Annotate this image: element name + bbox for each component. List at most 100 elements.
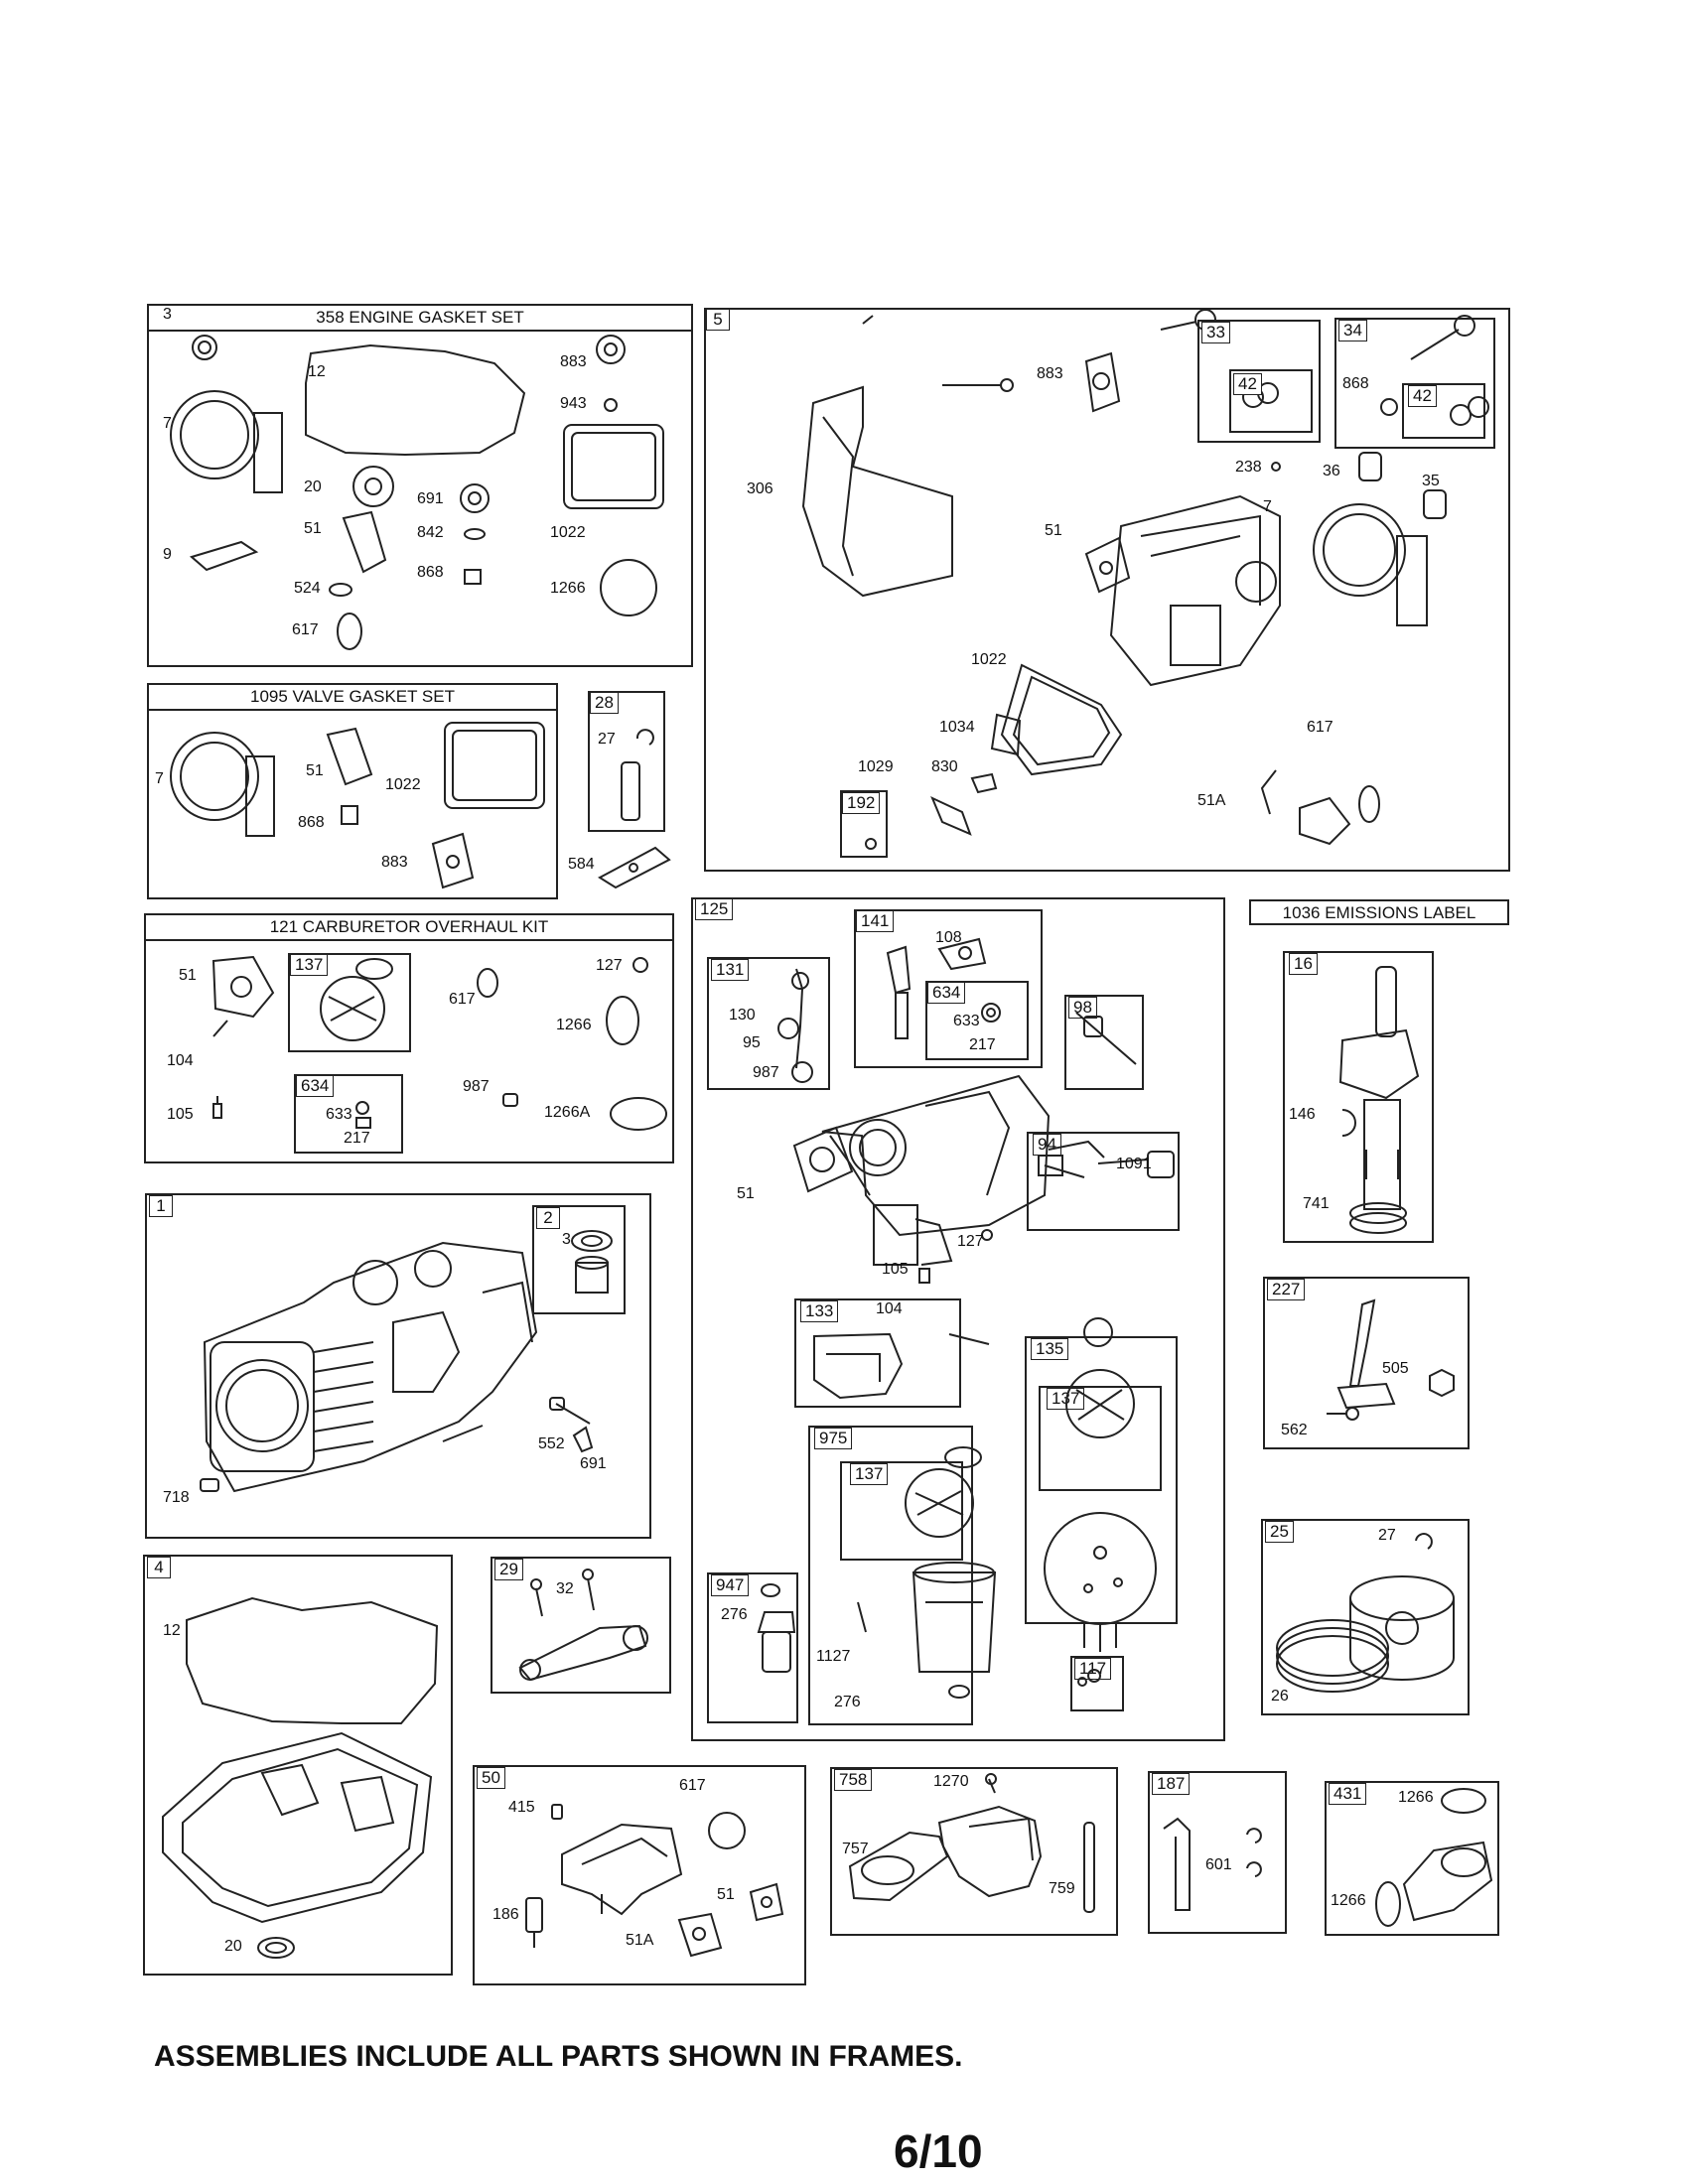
page-number: 6/10	[894, 2125, 983, 2177]
callout-label: 12	[163, 1622, 181, 1639]
callout-label: 105	[882, 1261, 909, 1278]
callout-label: 51	[304, 520, 322, 537]
callout-label: 617	[449, 991, 476, 1008]
frame-975-tag: 975	[814, 1428, 853, 1449]
conn-rod-tag: 29	[494, 1559, 523, 1580]
callout-label: 20	[224, 1938, 242, 1955]
callout-label: 186	[492, 1906, 519, 1923]
callout-label: 51	[1045, 522, 1062, 539]
crankshaft-tag: 16	[1289, 953, 1318, 975]
intake-elbow-frame	[1325, 1781, 1499, 1936]
callout-label: 505	[1382, 1360, 1409, 1377]
callout-label: 987	[753, 1064, 779, 1081]
valve-gasket-set-drawing	[147, 683, 558, 899]
callout-label: 883	[1037, 365, 1063, 382]
callout-label: 868	[1342, 375, 1369, 392]
callout-label: 12	[308, 363, 326, 380]
valve-keeper-tag-2: 42	[1408, 385, 1437, 407]
callout-label: 883	[381, 854, 408, 871]
callout-label: 741	[1303, 1195, 1330, 1212]
engine-gasket-set-title: 358 ENGINE GASKET SET	[149, 306, 691, 332]
piston-tag: 25	[1265, 1521, 1294, 1543]
cylinder-tag: 1	[149, 1195, 173, 1217]
rocker-plate-drawing	[596, 842, 675, 891]
air-cleaner-base-drawing	[830, 1767, 1118, 1936]
callout-label: 757	[842, 1841, 869, 1857]
frame-975-137-tag: 137	[850, 1463, 889, 1485]
callout-label: 1266	[1398, 1789, 1434, 1806]
callout-label: 601	[1205, 1856, 1232, 1873]
piston-drawing	[1261, 1519, 1470, 1715]
engine-gasket-set-drawing	[147, 304, 693, 667]
callout-label: 943	[560, 395, 587, 412]
callout-label: 276	[721, 1606, 748, 1623]
callout-label: 1029	[858, 758, 894, 775]
callout-label: 276	[834, 1694, 861, 1710]
callout-label: 718	[163, 1489, 190, 1506]
callout-label: 987	[463, 1078, 490, 1095]
callout-label: 36	[1323, 463, 1340, 479]
callout-label: 51	[717, 1886, 735, 1903]
callout-label: 617	[679, 1777, 706, 1794]
callout-label: 130	[729, 1007, 756, 1024]
cylinder-drawing	[145, 1193, 651, 1539]
callout-label: 1266A	[544, 1104, 591, 1121]
carb-kit-sub-137-tag: 137	[290, 954, 329, 976]
frame-135-137-tag: 137	[1047, 1388, 1085, 1410]
air-cleaner-base-tag: 758	[834, 1769, 873, 1791]
frame-947-tag: 947	[711, 1574, 750, 1596]
callout-label: 691	[580, 1455, 607, 1472]
callout-label: 51A	[626, 1932, 654, 1949]
callout-label: 830	[931, 758, 958, 775]
callout-label: 238	[1235, 459, 1262, 476]
callout-label: 27	[1378, 1527, 1396, 1544]
intake-elbow-tag: 431	[1329, 1783, 1367, 1805]
callout-label: 51	[306, 762, 324, 779]
callout-label: 51A	[1197, 792, 1226, 809]
carburetor-tag: 125	[695, 898, 734, 920]
carb-kit-sub-634-tag: 634	[296, 1075, 335, 1097]
carb-kit-sub-634-frame	[294, 1074, 403, 1154]
engine-gasket-set-frame: 358 ENGINE GASKET SET	[147, 304, 693, 667]
frame-2-tag: 2	[536, 1207, 560, 1229]
carb-overhaul-kit-drawing	[144, 913, 674, 1163]
cylinder-head-tag: 5	[706, 309, 730, 331]
callout-label: 552	[538, 1435, 565, 1452]
callout-label: 3	[562, 1231, 571, 1248]
breather-tube-frame	[1148, 1771, 1287, 1934]
callout-label: 1034	[939, 719, 975, 736]
callout-label: 9	[163, 546, 172, 563]
valve-gasket-set-title: 1095 VALVE GASKET SET	[149, 685, 556, 711]
callout-label: 146	[1289, 1106, 1316, 1123]
callout-label: 562	[1281, 1422, 1308, 1438]
callout-label: 108	[935, 929, 962, 946]
callout-label: 7	[155, 770, 164, 787]
callout-label: 1022	[385, 776, 421, 793]
callout-label: 759	[1049, 1880, 1075, 1897]
frame-634-inner	[925, 981, 1029, 1060]
callout-label: 32	[556, 1580, 574, 1597]
callout-label: 633	[953, 1013, 980, 1029]
callout-label: 524	[294, 580, 321, 597]
footer-note: ASSEMBLIES INCLUDE ALL PARTS SHOWN IN FR…	[154, 2040, 963, 2073]
valve-exhaust-tag: 33	[1201, 322, 1230, 343]
callout-label: 127	[957, 1233, 984, 1250]
piston-pin-drawing	[588, 691, 665, 832]
frame-131-tag: 131	[711, 959, 750, 981]
callout-label: 104	[876, 1300, 903, 1317]
breather-tube-drawing	[1148, 1771, 1287, 1934]
callout-label: 306	[747, 480, 773, 497]
carb-overhaul-kit-title: 121 CARBURETOR OVERHAUL KIT	[146, 915, 672, 941]
callout-label: 217	[969, 1036, 996, 1053]
frame-947	[707, 1572, 798, 1723]
callout-label: 691	[417, 490, 444, 507]
callout-label: 1022	[550, 524, 586, 541]
sump-tag: 4	[147, 1557, 171, 1578]
frame-133-tag: 133	[800, 1300, 839, 1322]
callout-label: 1022	[971, 651, 1007, 668]
callout-label: 27	[598, 731, 616, 748]
callout-label: 1270	[933, 1773, 969, 1790]
callout-label: 51	[179, 967, 197, 984]
callout-label: 104	[167, 1052, 194, 1069]
valve-gasket-set-frame: 1095 VALVE GASKET SET	[147, 683, 558, 899]
